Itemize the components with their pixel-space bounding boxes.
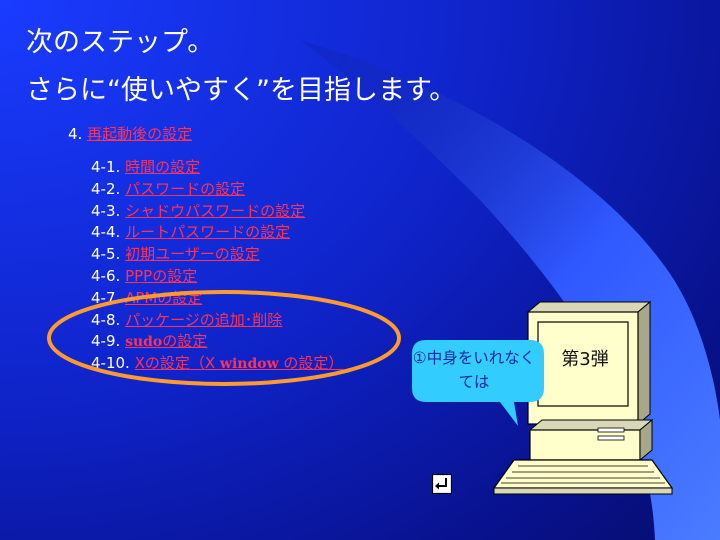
- item-number: 4-4.: [91, 223, 121, 242]
- section-link[interactable]: 再起動後の設定: [87, 125, 193, 143]
- item-link[interactable]: 時間の設定: [125, 158, 201, 176]
- return-arrow-icon[interactable]: [432, 474, 452, 494]
- callout-text: ①中身をいれなくては: [412, 349, 536, 391]
- item-link[interactable]: 初期ユーザーの設定: [125, 245, 260, 264]
- list-item: 4-4. ルートパスワードの設定: [91, 222, 343, 244]
- item-link[interactable]: PPPの設定: [125, 266, 198, 285]
- item-number: 4-6.: [91, 266, 121, 285]
- slide-title-line-1: 次のステップ。: [26, 27, 215, 58]
- section-heading: 4. 再起動後の設定: [68, 124, 192, 145]
- list-item: 4-5. 初期ユーザーの設定: [91, 244, 343, 266]
- item-number: 4-3.: [91, 201, 121, 220]
- list-item: 4-1. 時間の設定: [91, 157, 343, 179]
- item-number: 4-2.: [91, 179, 121, 198]
- list-item: 4-2. パスワードの設定: [91, 179, 343, 201]
- list-item: 4-6. PPPの設定: [91, 266, 343, 288]
- item-link[interactable]: パスワードの設定: [125, 179, 246, 198]
- monitor-screen-label: 第3弾: [561, 349, 609, 370]
- item-number: 4-1.: [91, 158, 121, 176]
- item-number: 4-5.: [91, 245, 121, 264]
- item-link[interactable]: ルートパスワードの設定: [125, 223, 291, 242]
- list-item: 4-3. シャドウパスワードの設定: [91, 201, 343, 223]
- item-link[interactable]: シャドウパスワードの設定: [125, 201, 306, 220]
- slide-title-line-2: さらに“使いやすく”を目指します。: [26, 75, 457, 106]
- section-number: 4.: [68, 125, 83, 143]
